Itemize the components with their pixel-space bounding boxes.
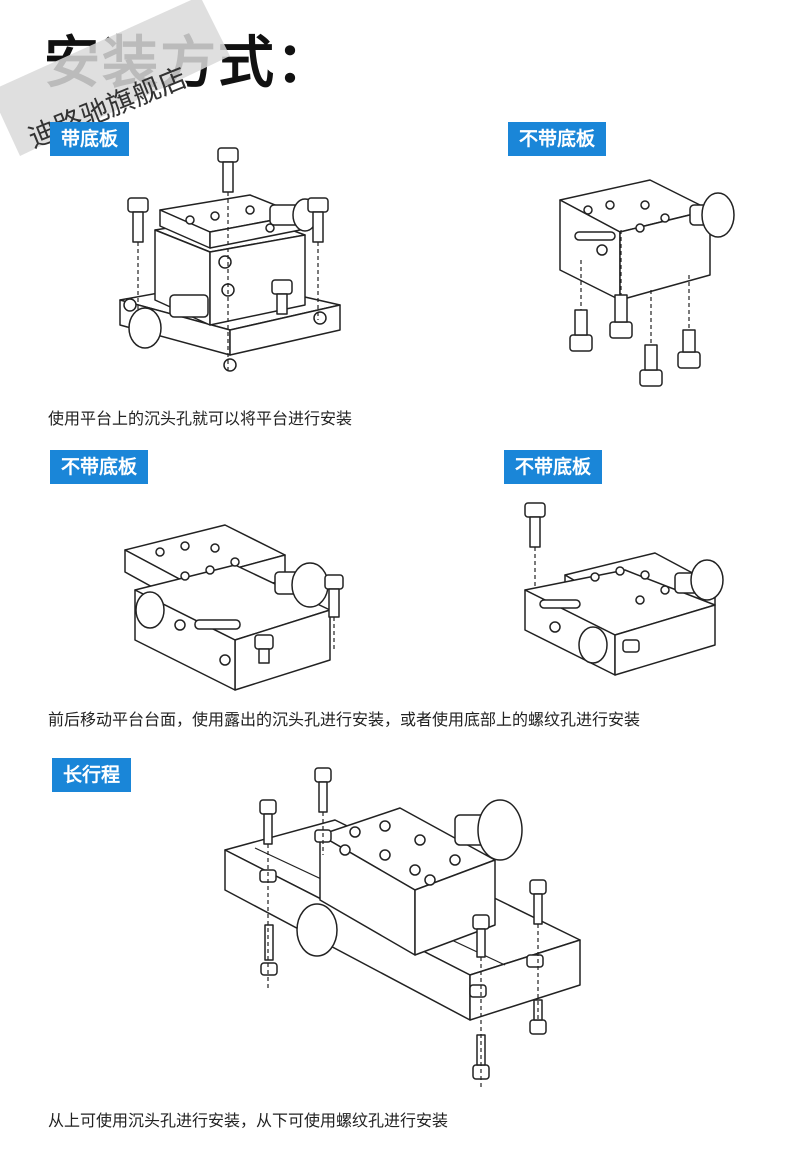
badge-without-base-plate-2: 不带底板 <box>50 450 149 484</box>
store-watermark: 迪路驰旗舰店 <box>0 0 230 156</box>
long-stroke-stage-diagram <box>224 767 581 1090</box>
stage-without-base-plate-diagram-2 <box>124 524 344 691</box>
socket-head-screw-icon <box>217 147 239 193</box>
socket-head-screw-icon <box>524 502 546 548</box>
micrometer-knob-icon <box>269 198 318 232</box>
caption-with-base-plate: 使用平台上的沉头孔就可以将平台进行安装 <box>48 409 353 428</box>
caption-without-base-plate: 前后移动平台台面，使用露出的沉头孔进行安装，或者使用底部上的螺纹孔进行安装 <box>48 710 641 729</box>
badge-long-stroke: 长行程 <box>52 758 132 792</box>
socket-head-screw-icon <box>314 767 332 813</box>
badge-without-base-plate-3: 不带底板 <box>504 450 603 484</box>
badge-without-base-plate-1: 不带底板 <box>508 122 607 156</box>
micrometer-knob-icon <box>454 799 523 861</box>
micrometer-knob-icon <box>674 559 724 601</box>
stage-without-base-plate-diagram-3 <box>524 502 724 676</box>
stage-with-base-plate-diagram <box>119 147 341 372</box>
stage-without-base-plate-diagram-1 <box>559 179 735 387</box>
badge-with-base-plate: 带底板 <box>50 122 130 156</box>
caption-long-stroke: 从上可使用沉头孔进行安装，从下可使用螺纹孔进行安装 <box>48 1111 449 1130</box>
socket-head-screw-icon <box>324 574 344 618</box>
micrometer-knob-icon <box>689 192 735 238</box>
micrometer-knob-icon <box>274 562 329 608</box>
socket-head-screw-icon <box>569 309 593 352</box>
